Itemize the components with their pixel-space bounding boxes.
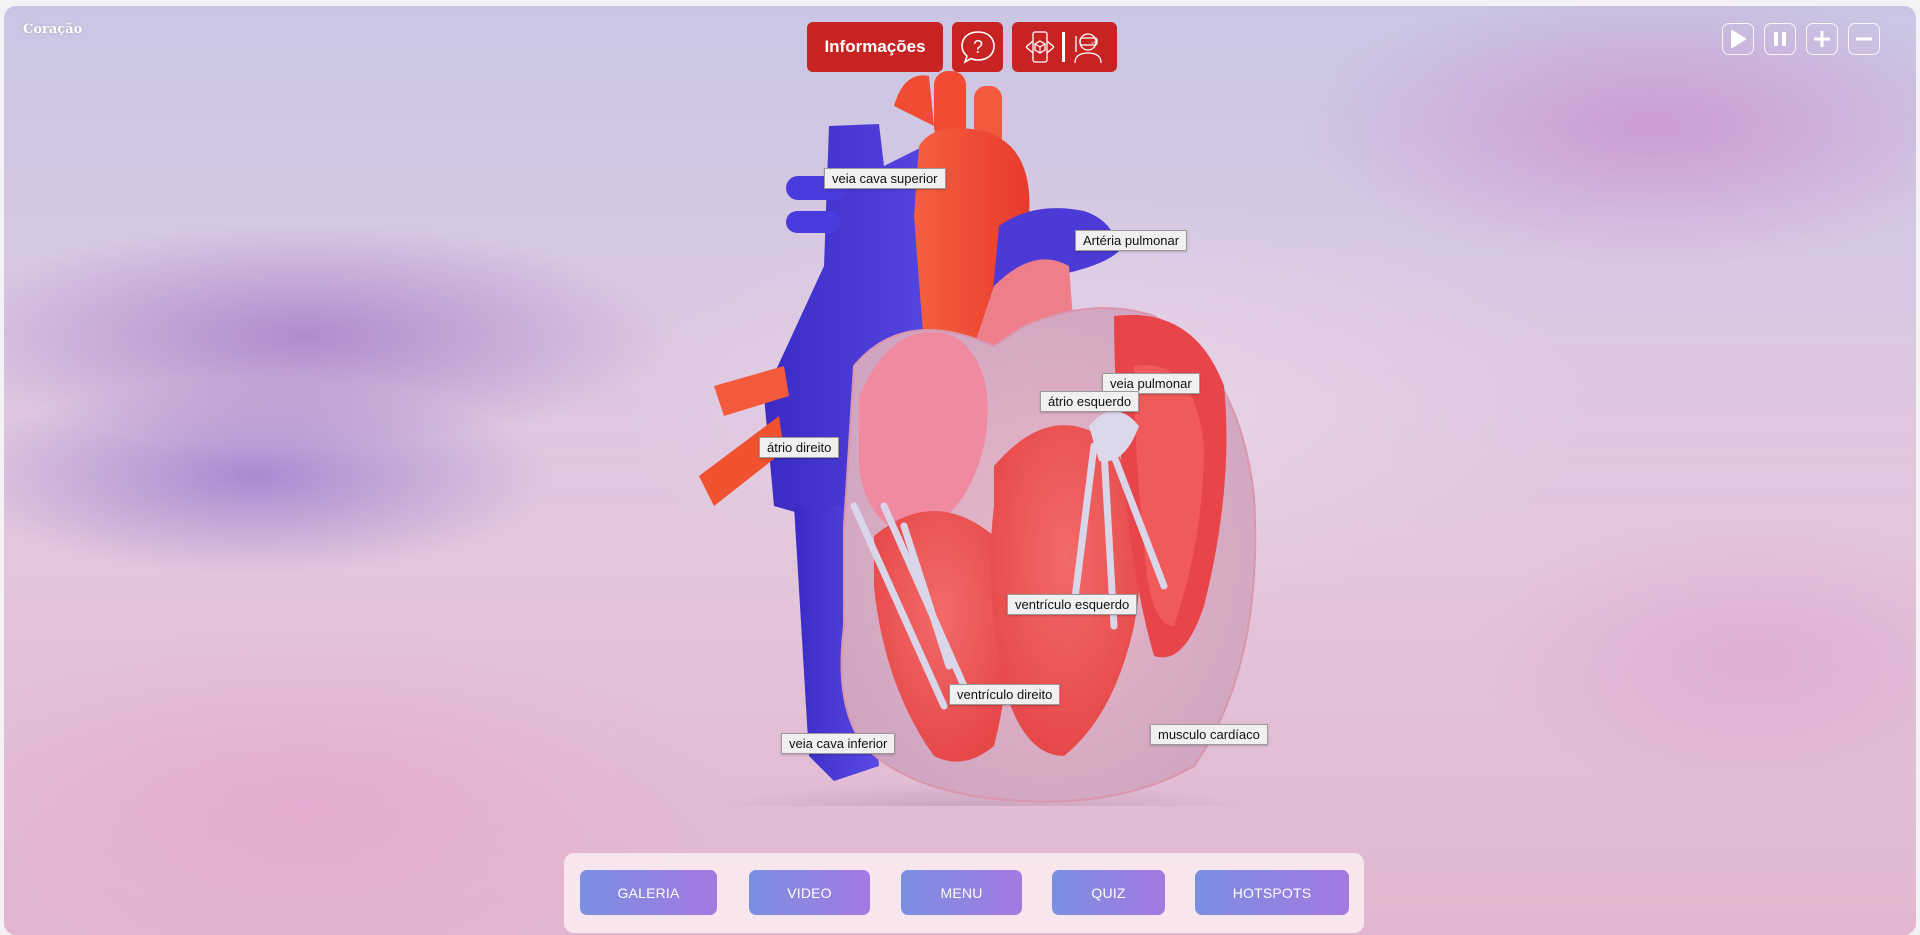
hotspot-veia-cava-inferior[interactable]: veia cava inferior	[781, 733, 896, 754]
top-button-group: Informações ? VR	[807, 22, 1117, 72]
hotspot-musculo-cardiaco[interactable]: musculo cardíaco	[1150, 724, 1268, 745]
playback-controls	[1722, 23, 1880, 55]
plus-icon	[1814, 31, 1830, 47]
hotspot-arteria-pulmonar[interactable]: Artéria pulmonar	[1075, 230, 1188, 251]
help-button[interactable]: ?	[952, 22, 1003, 72]
gallery-button[interactable]: GALERIA	[580, 870, 717, 915]
hotspot-veia-cava-superior[interactable]: veia cava superior	[824, 168, 946, 189]
hotspot-ventriculo-esquerdo[interactable]: ventrículo esquerdo	[1007, 594, 1138, 615]
play-button[interactable]	[1722, 23, 1754, 55]
svg-text:VR: VR	[1091, 40, 1097, 45]
play-icon	[1731, 30, 1746, 48]
question-speech-bubble-icon: ?	[960, 31, 995, 64]
hotspot-atrio-esquerdo[interactable]: átrio esquerdo	[1040, 391, 1140, 412]
svg-text:?: ?	[972, 37, 982, 57]
zoom-out-button[interactable]	[1848, 23, 1880, 55]
augmented-reality-phone-icon	[1025, 31, 1055, 63]
zoom-in-button[interactable]	[1806, 23, 1838, 55]
info-button[interactable]: Informações	[807, 22, 943, 72]
menu-button[interactable]: MENU	[901, 870, 1022, 915]
quiz-button[interactable]: QUIZ	[1052, 870, 1165, 915]
app-title: Coração	[23, 22, 83, 37]
ar-vr-button[interactable]: VR	[1012, 22, 1117, 72]
pause-button[interactable]	[1764, 23, 1796, 55]
minus-icon	[1856, 37, 1872, 41]
bottom-nav-bar: GALERIA VIDEO MENU QUIZ HOTSPOTS	[564, 853, 1364, 933]
hotspot-ventriculo-direito[interactable]: ventrículo direito	[949, 684, 1061, 705]
divider	[1062, 32, 1065, 62]
3d-viewer[interactable]: Coração	[4, 6, 1916, 935]
video-button[interactable]: VIDEO	[749, 870, 870, 915]
vr-headset-person-icon: VR	[1074, 33, 1102, 64]
pause-icon	[1774, 32, 1786, 46]
hotspot-atrio-direito[interactable]: átrio direito	[759, 437, 840, 458]
hotspots-button[interactable]: HOTSPOTS	[1195, 870, 1349, 915]
hotspot-veia-pulmonar[interactable]: veia pulmonar	[1102, 373, 1200, 394]
